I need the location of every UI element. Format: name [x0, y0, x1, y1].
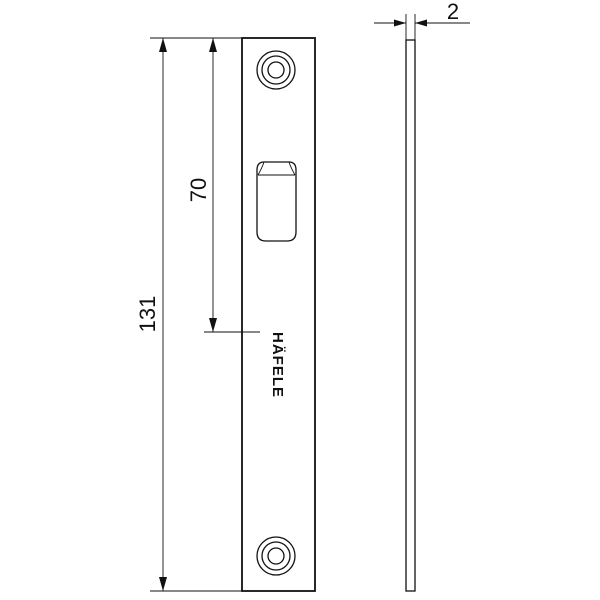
- dimension-label-2: 2: [447, 0, 459, 24]
- top-screw-hole: [256, 50, 296, 90]
- arrow-bottom-70: [209, 318, 217, 332]
- dimension-label-131: 131: [135, 296, 160, 333]
- arrow-bottom-131: [159, 577, 167, 591]
- dimension-70: 70: [186, 38, 217, 332]
- dimension-131: 131: [135, 38, 167, 591]
- side-view: [405, 39, 416, 592]
- front-view: HÄFELE: [241, 37, 316, 592]
- latch-opening: [256, 161, 297, 242]
- dimension-2: 2: [374, 0, 470, 40]
- arrow-left-2: [394, 19, 406, 27]
- side-view-outline: [405, 39, 416, 592]
- arrow-top-131: [159, 38, 167, 52]
- dimension-label-70: 70: [186, 178, 211, 202]
- arrow-top-70: [209, 38, 217, 52]
- brand-logo-text: HÄFELE: [269, 332, 286, 398]
- bottom-screw-hole: [256, 536, 296, 576]
- plate-outline: [241, 37, 316, 592]
- arrow-right-2: [415, 19, 427, 27]
